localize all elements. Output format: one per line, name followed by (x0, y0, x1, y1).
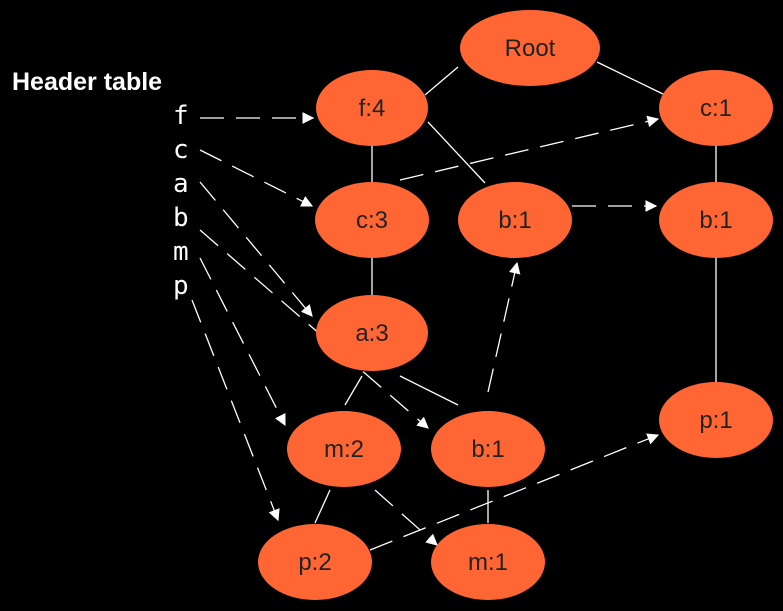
link-m-header (199, 257, 286, 427)
node-m2: m:2 (287, 411, 401, 487)
node-m1: m:1 (431, 524, 545, 600)
link-p2-p1 (369, 433, 660, 551)
header-item-a: a (173, 169, 189, 199)
node-m1-label: m:1 (468, 549, 508, 576)
node-p1-label: p:1 (699, 407, 732, 434)
node-c1-label: c:1 (700, 95, 732, 122)
node-links (191, 112, 660, 551)
node-b1-c-label: b:1 (699, 207, 732, 234)
tree-edges (314, 61, 717, 524)
edge-root-f4 (424, 66, 459, 96)
node-m2-label: m:2 (324, 436, 364, 463)
nodes: Root f:4 c:1 c:3 b:1 b:1 (258, 10, 773, 600)
link-p-header (191, 299, 280, 522)
node-f4: f:4 (316, 70, 428, 146)
node-root-label: Root (505, 35, 556, 62)
link-m2-m1 (374, 489, 438, 546)
node-root: Root (460, 10, 600, 86)
header-item-b: b (173, 203, 189, 233)
node-b1-c: b:1 (659, 182, 773, 258)
link-a-header (199, 181, 313, 317)
node-b1-f-label: b:1 (498, 207, 531, 234)
node-a3: a:3 (316, 295, 428, 371)
edge-root-c1 (596, 61, 666, 96)
header-table-title: Header table (12, 68, 163, 96)
edge-f4-b1 (427, 121, 486, 184)
link-c3-c1 (399, 115, 660, 181)
header-item-c: c (173, 135, 189, 165)
node-b1-a: b:1 (431, 411, 545, 487)
link-b-header (199, 229, 429, 429)
edge-a3-m2 (344, 375, 363, 406)
link-c-header (199, 149, 314, 207)
edge-a3-b1 (399, 375, 459, 406)
node-c3-label: c:3 (356, 207, 388, 234)
node-b1-f: b:1 (458, 182, 572, 258)
link-b1-b1-up (487, 261, 521, 393)
node-p1: p:1 (659, 382, 773, 458)
node-f4-label: f:4 (359, 95, 386, 122)
node-a3-label: a:3 (355, 320, 388, 347)
node-p2-label: p:2 (298, 549, 331, 576)
node-c1: c:1 (659, 70, 773, 146)
header-item-m: m (173, 237, 189, 267)
node-p2: p:2 (258, 524, 372, 600)
header-item-f: f (173, 101, 189, 131)
node-b1-a-label: b:1 (471, 436, 504, 463)
header-item-p: p (173, 271, 189, 301)
node-c3: c:3 (315, 182, 429, 258)
edge-m2-p2 (314, 489, 331, 524)
